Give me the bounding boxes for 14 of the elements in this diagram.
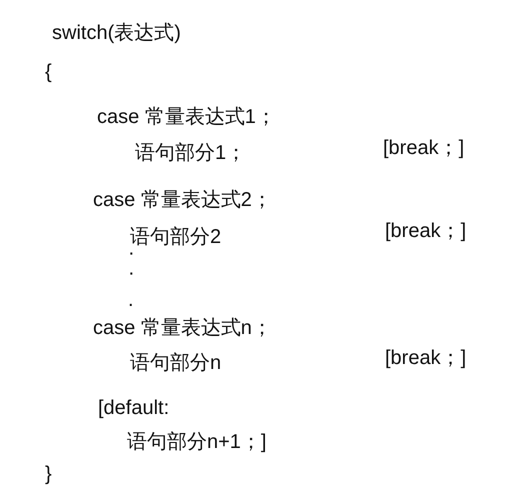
code-line: switch(表达式) xyxy=(52,21,181,45)
ellipsis-dot: . xyxy=(128,288,134,312)
code-line: case 常量表达式1； xyxy=(97,105,276,129)
code-line: [break；] xyxy=(383,136,464,160)
code-line: case 常量表达式n； xyxy=(93,316,272,340)
code-line: [default: xyxy=(98,396,170,420)
code-line: [break；] xyxy=(385,346,466,370)
code-line: 语句部分1； xyxy=(135,141,246,165)
code-line: [break；] xyxy=(385,219,466,243)
brace: } xyxy=(45,462,52,486)
code-line: 语句部分n xyxy=(130,351,222,375)
code-line: case 常量表达式2； xyxy=(93,188,272,212)
brace: { xyxy=(45,60,52,84)
code-line: 语句部分n+1；] xyxy=(127,430,266,454)
